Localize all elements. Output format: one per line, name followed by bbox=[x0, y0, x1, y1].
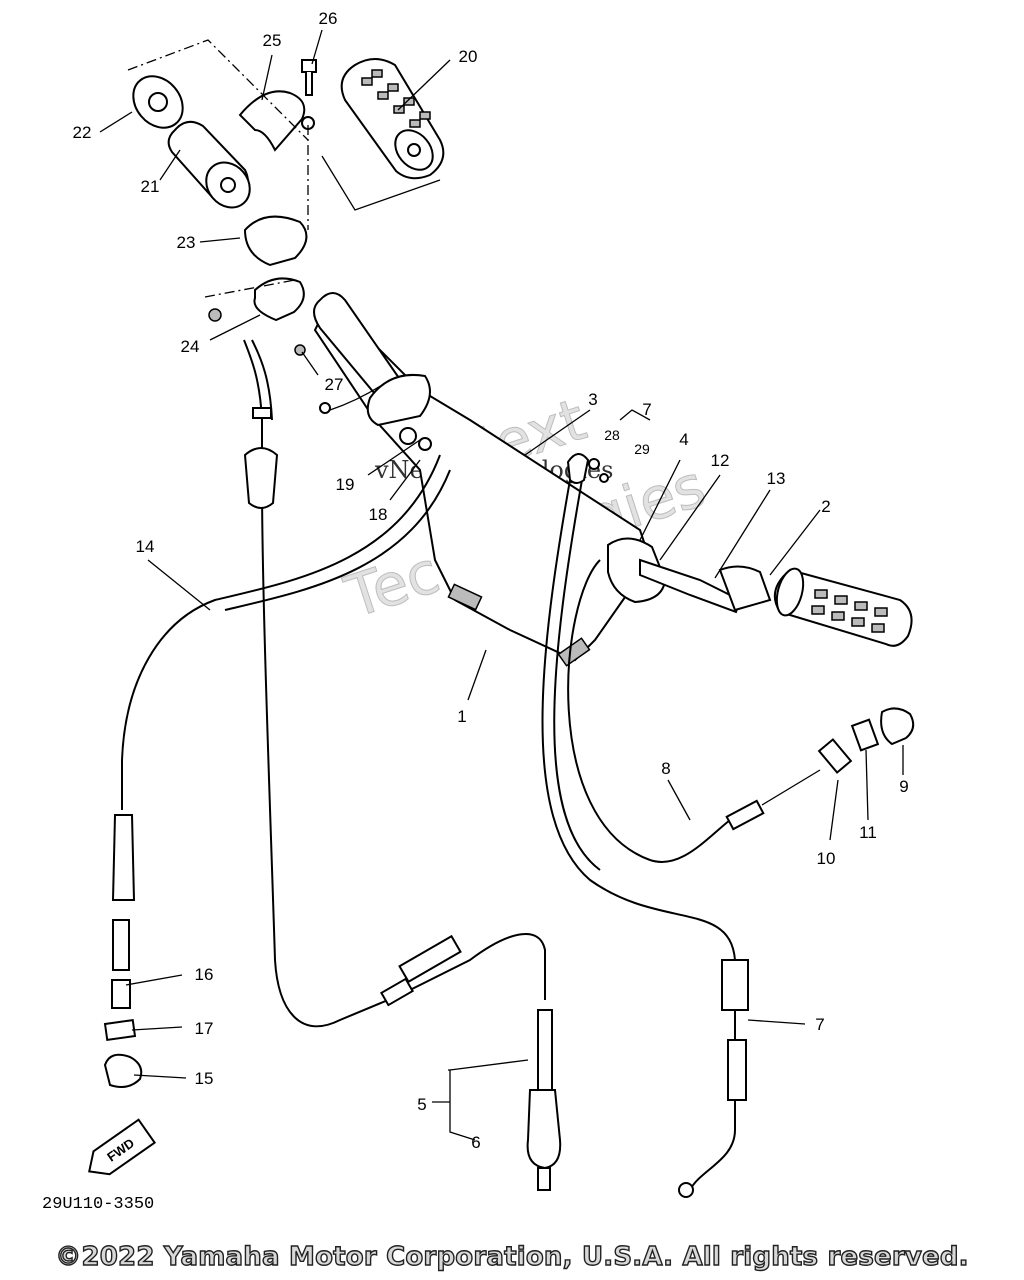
cable-8-outer bbox=[567, 559, 731, 863]
callout-3: 3 bbox=[588, 390, 597, 409]
callout-12: 12 bbox=[711, 451, 730, 470]
cable-7-tip bbox=[678, 1182, 694, 1198]
cable-7-adjuster bbox=[721, 959, 749, 1011]
cable-ferrule bbox=[252, 407, 272, 419]
callout-19: 19 bbox=[336, 475, 355, 494]
lever-assembly bbox=[607, 537, 772, 614]
wire-27 bbox=[329, 379, 391, 411]
callout-7: 7 bbox=[815, 1015, 824, 1034]
callout-23: 23 bbox=[177, 233, 196, 252]
right-grip bbox=[773, 567, 913, 647]
cable-14-outer bbox=[121, 454, 441, 810]
cable-14-holder bbox=[103, 1018, 137, 1042]
throttle-cable-end bbox=[399, 933, 546, 1000]
cable-adjuster bbox=[398, 934, 462, 984]
callout-28: 28 bbox=[604, 427, 620, 443]
callout-22: 22 bbox=[73, 123, 92, 142]
leader-lines bbox=[99, 29, 904, 1141]
callout-25: 25 bbox=[263, 31, 282, 50]
callout-2: 2 bbox=[821, 497, 830, 516]
cable-8-inner-wire bbox=[761, 769, 821, 806]
callout-5: 5 bbox=[417, 1095, 426, 1114]
assembly-bracket-lower bbox=[204, 279, 296, 298]
drawing-number: 29U110-3350 bbox=[42, 1195, 154, 1214]
callout-7-top: 7 bbox=[642, 400, 651, 419]
bolt-28 bbox=[588, 458, 600, 470]
adjuster-pin bbox=[850, 718, 880, 752]
callout-13: 13 bbox=[767, 469, 786, 488]
cable-7-outer bbox=[541, 479, 736, 1191]
callout-27: 27 bbox=[325, 375, 344, 394]
perch-left bbox=[366, 374, 431, 427]
cable-tip bbox=[537, 1167, 551, 1191]
cable-7-adjuster-lower bbox=[727, 1039, 747, 1101]
callout-18: 18 bbox=[369, 505, 388, 524]
wing-nut bbox=[880, 707, 915, 746]
callout-20: 20 bbox=[459, 47, 478, 66]
grip-cap bbox=[132, 75, 184, 129]
callout-14: 14 bbox=[136, 537, 155, 556]
grip-bracket bbox=[321, 155, 441, 211]
cable-14-adjuster bbox=[111, 814, 136, 901]
callout-8: 8 bbox=[661, 759, 670, 778]
cable-14-spring bbox=[112, 919, 130, 971]
callouts: 1 2 3 4 5 6 7 7 8 9 10 11 12 13 14 15 16… bbox=[73, 9, 909, 1152]
callout-11: 11 bbox=[859, 823, 877, 842]
spring bbox=[817, 738, 853, 774]
cable-14-end-fitting bbox=[103, 1053, 143, 1088]
assembly-bracket-upper bbox=[127, 39, 309, 141]
fwd-arrow: FWD bbox=[88, 1118, 157, 1176]
throttle-housing bbox=[238, 90, 308, 322]
nut-29 bbox=[599, 473, 609, 483]
cable-segment bbox=[537, 1009, 553, 1091]
copyright-notice: ©2022 Yamaha Motor Corporation, U.S.A. A… bbox=[55, 1241, 970, 1272]
callout-21: 21 bbox=[141, 177, 160, 196]
callout-6: 6 bbox=[471, 1133, 480, 1152]
cable-14-spring-lower bbox=[111, 979, 131, 1009]
cable-boot-lower bbox=[526, 1089, 562, 1170]
callout-29: 29 bbox=[634, 441, 650, 457]
cable-boot bbox=[243, 447, 279, 509]
adjuster-19 bbox=[399, 427, 417, 445]
callout-4: 4 bbox=[679, 430, 688, 449]
cable-adjuster-nut bbox=[380, 977, 414, 1007]
throttle-sleeve bbox=[167, 120, 251, 209]
callout-1: 1 bbox=[457, 707, 466, 726]
cable-14-inner bbox=[224, 469, 451, 611]
callout-10: 10 bbox=[817, 849, 836, 868]
cable-8-adjuster bbox=[725, 799, 765, 831]
cable-7-fitting bbox=[566, 453, 590, 484]
left-grip bbox=[340, 58, 445, 180]
adjuster-18 bbox=[418, 437, 432, 451]
callout-17: 17 bbox=[195, 1019, 214, 1038]
callout-16: 16 bbox=[195, 965, 214, 984]
parts-diagram: vNext Technologies vNext Technologies bbox=[42, 9, 915, 1214]
cable-7-inner bbox=[553, 479, 601, 871]
throttle-cable-outer bbox=[243, 339, 401, 1028]
callout-24: 24 bbox=[181, 337, 200, 356]
callout-9: 9 bbox=[899, 777, 908, 796]
callout-15: 15 bbox=[195, 1069, 214, 1088]
callout-26: 26 bbox=[319, 9, 338, 28]
